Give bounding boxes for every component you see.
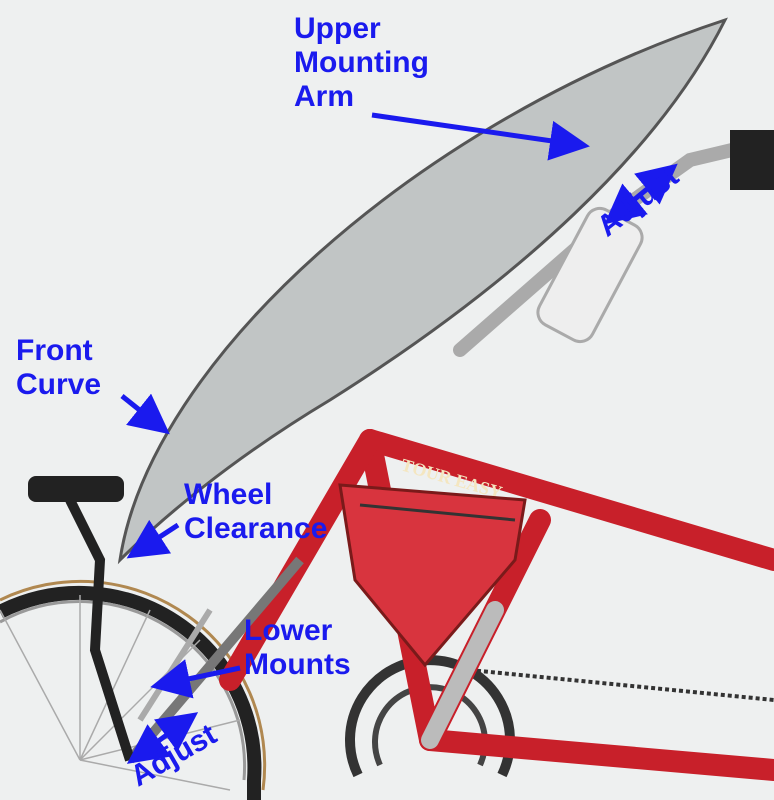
label-lower-mounts: Lower Mounts — [244, 614, 351, 681]
label-wheel-clearance: Wheel Clearance — [184, 478, 328, 545]
annotation-arrows — [120, 112, 678, 764]
frame-bag — [338, 483, 527, 668]
label-front-curve: Front Curve — [16, 334, 102, 401]
headlight — [28, 476, 124, 502]
label-upper-mounting-arm: Upper Mounting Arm — [294, 12, 429, 113]
